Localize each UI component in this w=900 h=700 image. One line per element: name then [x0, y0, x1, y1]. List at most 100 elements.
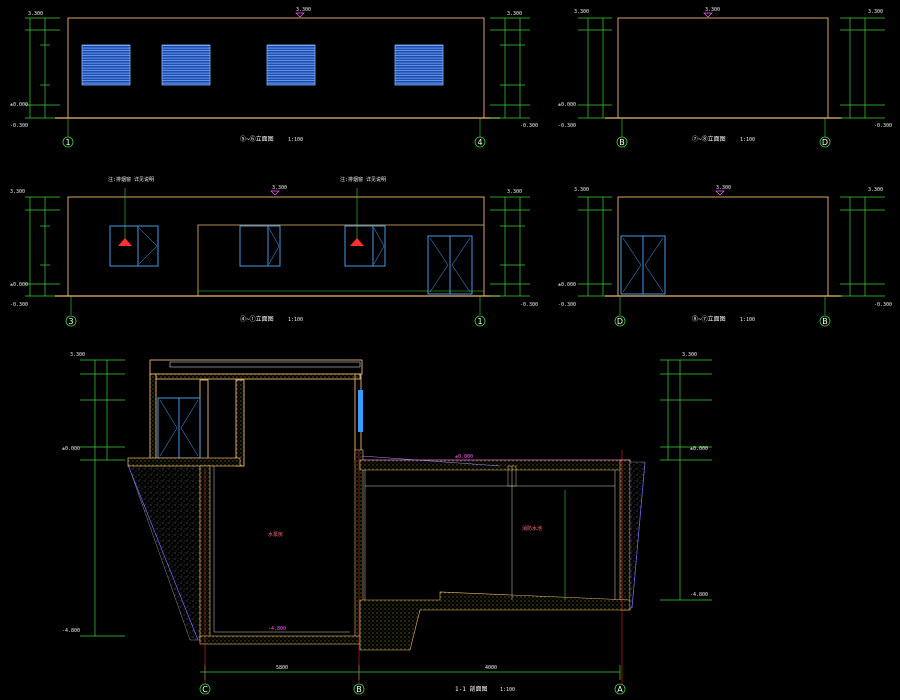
elevation-2-left-dimensions — [578, 17, 612, 119]
tank-top-level: ±0.000 — [455, 454, 473, 460]
elevation-1-roof-level: 3.300 — [296, 7, 311, 13]
elevation-3-step-outline — [197, 224, 484, 296]
louver-window-3 — [266, 44, 316, 86]
elevation-3-top-level: 3.300 — [10, 189, 25, 195]
elevation-1: 3.300 ±0.000 -0.300 3.300 3.300 -0.300 1… — [10, 7, 538, 148]
pump-floor-level: -4.800 — [268, 626, 286, 632]
section-left-dimensions — [80, 359, 125, 637]
fire-water-tank — [359, 455, 631, 651]
elevation-1-minus-level: -0.300 — [10, 123, 28, 129]
section-bottom-level: -4.800 — [62, 628, 80, 634]
elevation-2-title: ⑦~⑧立面图 — [692, 135, 726, 143]
elevation-3-axis-right: 1 — [477, 317, 482, 326]
elevation-2-scale: 1:100 — [740, 137, 755, 143]
elevation-3-scale: 1:100 — [288, 317, 303, 323]
elevation-1-title: ⑤~⑥立面图 — [240, 135, 274, 143]
louver-window-2 — [161, 44, 211, 86]
axis-bubble-icon — [614, 683, 626, 695]
elevation-3-facade — [67, 196, 485, 297]
elevation-4-scale: 1:100 — [740, 317, 755, 323]
elevation-4-axis-right: B — [822, 317, 828, 326]
elevation-4-door — [620, 235, 666, 295]
elevation-1-minus-level-right: -0.300 — [520, 123, 538, 129]
elevation-3-zero-level: ±0.000 — [10, 282, 28, 288]
elevation-1-axis-left: 1 — [65, 138, 70, 147]
section-bottom-level-right: -4.800 — [690, 592, 708, 598]
elevation-4-facade — [617, 196, 829, 297]
window-2 — [239, 225, 281, 267]
pump-house-upper — [149, 359, 363, 467]
axis-bubble-icon — [819, 136, 831, 148]
elevation-4: 3.300 ±0.000 -0.300 3.300 3.300 -0.300 D… — [558, 185, 892, 327]
section-title: 1-1 剖面图 — [455, 685, 487, 693]
axis-bubble-icon — [353, 683, 365, 695]
elevation-4-left-dimensions — [578, 196, 612, 297]
pump-room-pit — [199, 449, 364, 645]
smoke-vent-icon — [350, 238, 364, 246]
elevation-3-note-2: 注:排烟窗 详见说明 — [340, 176, 386, 183]
section-door — [157, 397, 201, 459]
elevation-4-top-level: 3.300 — [574, 187, 589, 193]
section-window-glass — [358, 390, 363, 432]
elevation-2: 3.300 ±0.000 -0.300 3.300 3.300 -0.300 B… — [558, 7, 892, 148]
section-scale: 1:100 — [500, 687, 515, 693]
ground-slab — [127, 457, 241, 467]
elevation-4-minus-level-right: -0.300 — [874, 302, 892, 308]
elevation-2-minus-level-right: -0.300 — [874, 123, 892, 129]
dim-a: 5800 — [276, 665, 288, 671]
section-axis-a: A — [617, 685, 623, 694]
elevation-1-left-dimensions — [25, 17, 60, 119]
elevation-1-axis-right: 4 — [477, 138, 482, 147]
elevation-4-axis-left: D — [617, 317, 623, 326]
elevation-4-title: ⑧~⑦立面图 — [692, 315, 726, 323]
section-ground-level: ±0.000 — [62, 446, 80, 452]
elevation-2-minus-level: -0.300 — [558, 123, 576, 129]
elevation-3-roof-level: 3.300 — [272, 185, 287, 191]
elevation-1-right-dimensions — [490, 17, 530, 119]
elevation-1-zero-level: ±0.000 — [10, 102, 28, 108]
elevation-2-right-dimensions — [840, 17, 885, 119]
room-label-pump: 水泵房 — [268, 531, 283, 538]
elevation-3-minus-level-right: -0.300 — [520, 302, 538, 308]
section-right-dimensions — [660, 359, 712, 601]
elevation-2-top-level-right: 3.300 — [868, 9, 883, 15]
louver-window-4 — [394, 44, 444, 86]
elevation-4-top-level-right: 3.300 — [868, 187, 883, 193]
axis-bubble-icon — [65, 315, 77, 327]
section-bottom-dimensions — [200, 665, 621, 680]
elevation-3: 3.300 ±0.000 -0.300 注:排烟窗 详见说明 注: — [10, 176, 538, 327]
elevation-1-scale: 1:100 — [288, 137, 303, 143]
room-label-tank: 消防水池 — [522, 525, 542, 532]
elevation-4-right-dimensions — [840, 196, 885, 297]
axis-bubble-icon — [199, 683, 211, 695]
level-marker-icon — [295, 12, 305, 18]
section-top-level-right: 3.300 — [682, 352, 697, 358]
elevation-2-zero-level: ±0.000 — [558, 102, 576, 108]
elevation-3-note-1: 注:排烟窗 详见说明 — [108, 176, 154, 183]
elevation-3-left-dimensions — [25, 196, 60, 297]
elevation-3-minus-level: -0.300 — [10, 302, 28, 308]
window-3 — [344, 225, 386, 267]
dim-b: 4000 — [485, 665, 497, 671]
axis-bubble-icon — [616, 136, 628, 148]
elevation-2-facade — [617, 17, 829, 119]
elevation-3-title: ④~①立面图 — [240, 315, 274, 323]
section-1-1: 3.300 ±0.000 -4.800 — [62, 352, 712, 695]
section-axis-b: B — [356, 685, 362, 694]
elevation-2-axis-left: B — [619, 138, 625, 147]
louver-window-1 — [81, 44, 131, 86]
elevation-3-top-level-right: 3.300 — [507, 189, 522, 195]
elevation-1-top-level-right: 3.300 — [507, 11, 522, 17]
level-marker-icon — [715, 190, 725, 196]
elevation-3-right-dimensions — [490, 196, 530, 297]
window-1 — [109, 225, 159, 267]
level-marker-icon — [270, 190, 280, 196]
axis-bubble-icon — [62, 136, 74, 148]
smoke-vent-icon — [118, 238, 132, 246]
axis-bubble-icon — [614, 315, 626, 327]
elevation-2-top-level: 3.300 — [574, 9, 589, 15]
axis-bubble-icon — [474, 315, 486, 327]
axis-bubble-icon — [819, 315, 831, 327]
section-top-level: 3.300 — [70, 352, 85, 358]
